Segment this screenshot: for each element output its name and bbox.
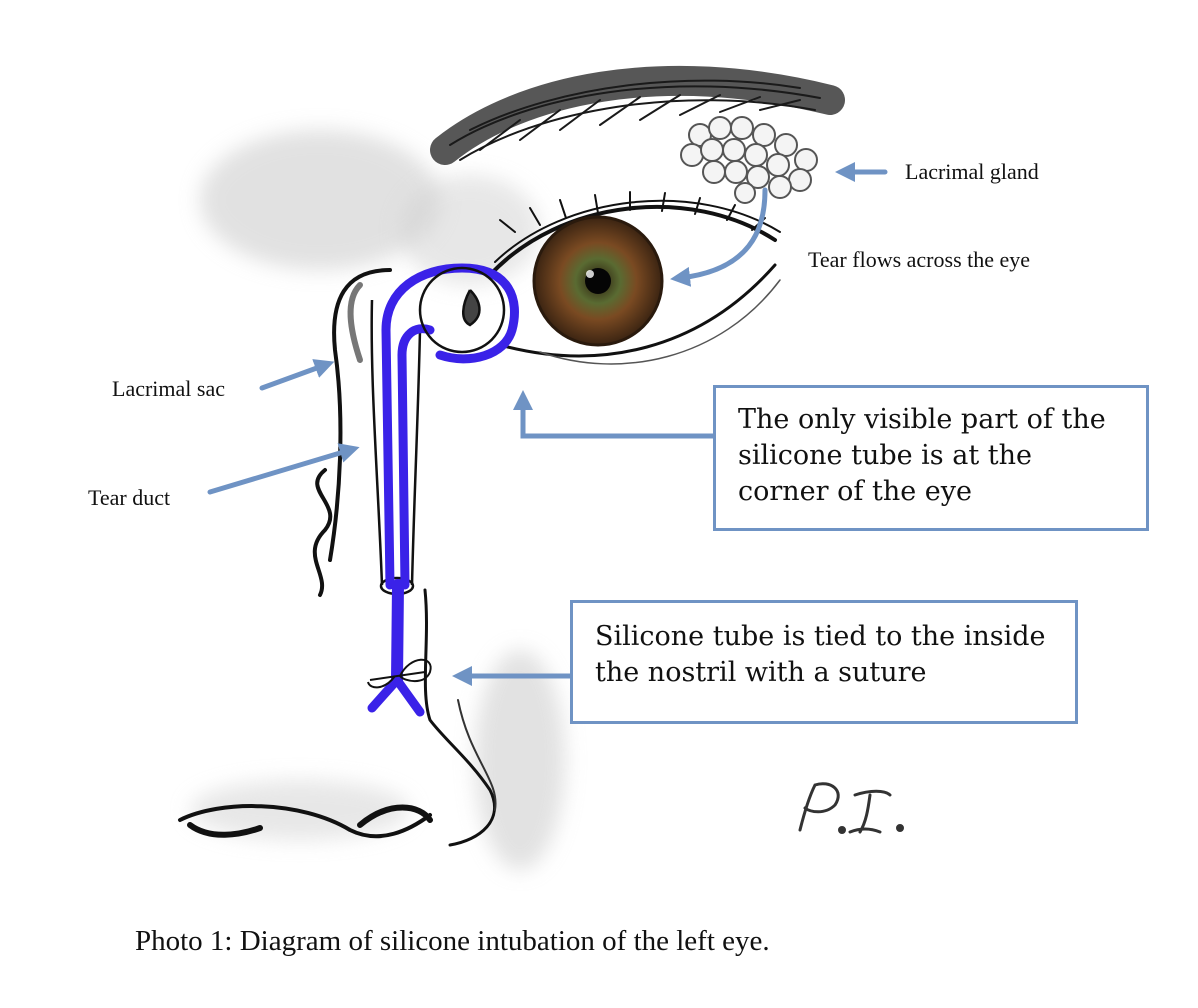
eyebrow bbox=[430, 65, 845, 165]
tear-duct-walls bbox=[370, 299, 422, 596]
arrow-tear-duct bbox=[207, 443, 360, 495]
tear-flow-label: Tear flows across the eye bbox=[808, 247, 1031, 272]
arrow-lacrimal-sac bbox=[259, 359, 335, 391]
lacrimal-gland-label: Lacrimal gland bbox=[905, 159, 1039, 184]
signature-mark bbox=[798, 782, 904, 834]
arrow-visible-tube bbox=[513, 390, 716, 439]
figure-caption: Photo 1: Diagram of silicone intubation … bbox=[135, 925, 770, 957]
suture-knot-icon bbox=[367, 658, 432, 689]
lacrimal-sac-label: Lacrimal sac bbox=[112, 376, 225, 401]
punctum-loop bbox=[418, 266, 506, 354]
lacrimal-gland-icon bbox=[680, 116, 818, 204]
nose-outline bbox=[178, 268, 497, 847]
eye-lids bbox=[488, 191, 781, 365]
silicone-tube bbox=[367, 263, 519, 717]
arrow-tear-flow bbox=[670, 187, 768, 287]
annotation-arrows bbox=[207, 162, 888, 686]
tear-duct-label: Tear duct bbox=[88, 485, 171, 510]
visible-tube-callout: The only visible part of the silicone tu… bbox=[713, 385, 1149, 531]
eye bbox=[532, 215, 664, 347]
suture-callout: Silicone tube is tied to the inside the … bbox=[570, 600, 1078, 724]
